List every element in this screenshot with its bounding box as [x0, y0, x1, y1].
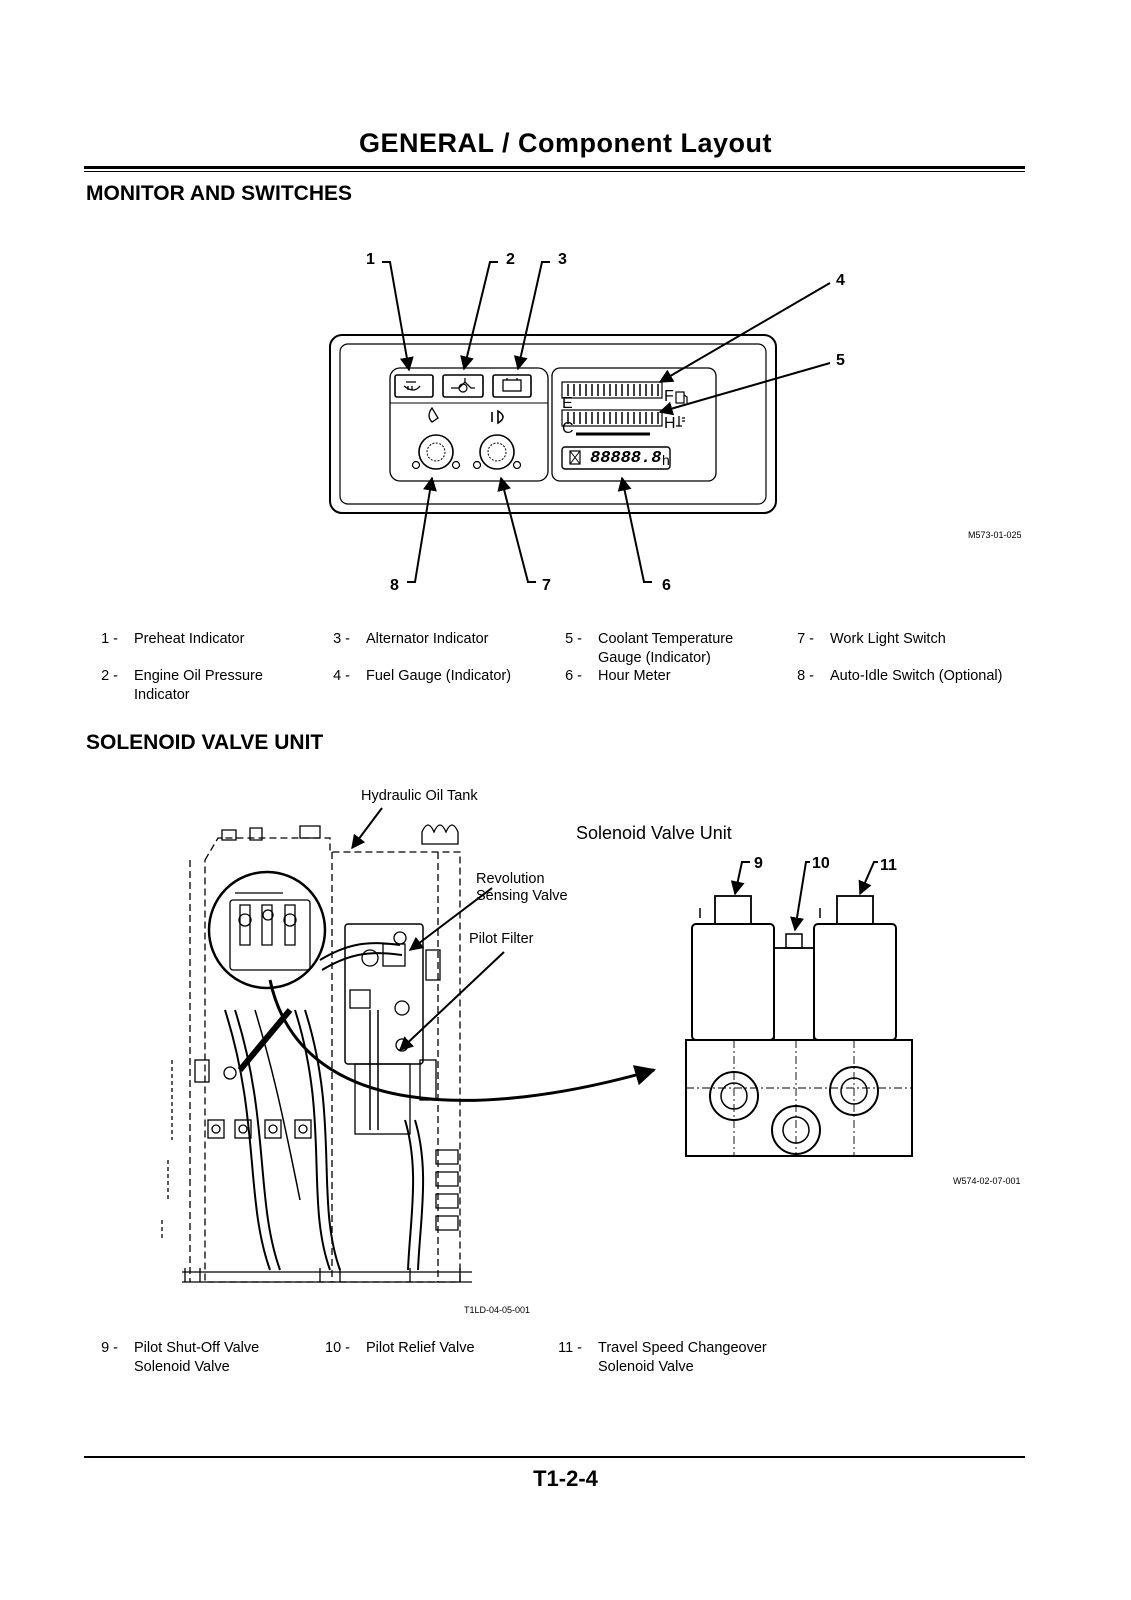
legend-item-3: 3 - Alternator Indicator	[333, 631, 489, 647]
coolant-gauge-c-label: C	[562, 420, 574, 437]
section-heading-solenoid: SOLENOID VALVE UNIT	[86, 731, 324, 754]
leader-4	[658, 282, 831, 383]
header-rule-thin	[84, 171, 1025, 172]
leader-tank	[351, 807, 383, 850]
page-title: GENERAL / Component Layout	[358, 128, 772, 158]
display-panel	[551, 367, 717, 482]
coolant-gauge-h-label: H	[664, 415, 676, 432]
figure-code-solenoid-detail: W574-02-07-001	[953, 1176, 1021, 1186]
work-light-switch	[479, 434, 515, 470]
figure-code-monitor: M573-01-025	[968, 530, 1022, 540]
legend-item-9: 9 - Pilot Shut-Off Valve Solenoid Valve	[101, 1340, 260, 1375]
leader-pilot-filter	[398, 951, 505, 1051]
leader-8	[407, 476, 437, 583]
page-number: T1-2-4	[533, 1466, 598, 1491]
legend-item-7: 7 - Work Light Switch	[797, 631, 946, 647]
callout-4: 4	[836, 272, 845, 289]
solenoid-highlight-circle	[207, 870, 327, 990]
callout-5: 5	[836, 352, 845, 369]
label-revolution-line2: Sensing Valve	[476, 888, 568, 904]
coolant-gauge	[561, 409, 663, 427]
header-rule	[84, 166, 1025, 169]
section-heading-monitor: MONITOR AND SWITCHES	[86, 182, 352, 205]
leader-2	[460, 261, 498, 371]
solenoid-coil-right	[813, 923, 897, 1041]
oil-pressure-indicator	[442, 374, 484, 398]
solenoid-manifold	[685, 1039, 913, 1157]
leader-5	[658, 362, 831, 416]
figure-code-solenoid-location: T1LD-04-05-001	[464, 1305, 531, 1315]
fuel-gauge	[561, 381, 663, 399]
legend-item-6: 6 - Hour Meter	[565, 668, 671, 684]
callout-9: 9	[754, 855, 763, 872]
label-solenoid-valve-unit: Solenoid Valve Unit	[576, 823, 732, 843]
callout-8: 8	[390, 577, 399, 594]
work-light-icon	[491, 409, 504, 425]
detail-pointer-arrow	[268, 979, 657, 1102]
label-hydraulic-oil-tank: Hydraulic Oil Tank	[361, 788, 478, 804]
hour-meter-digits: 88888.8	[590, 449, 662, 468]
leader-7	[497, 476, 536, 583]
leader-revolution	[408, 887, 493, 951]
leader-9	[730, 861, 750, 896]
solenoid-coil-left	[691, 923, 775, 1041]
callout-2: 2	[506, 251, 515, 268]
hour-meter-unit: h	[662, 452, 670, 468]
legend-item-11: 11 - Travel Speed Changeover Solenoid Va…	[558, 1340, 767, 1375]
legend-item-8: 8 - Auto-Idle Switch (Optional)	[797, 668, 1003, 684]
fuel-gauge-e-label: E	[562, 395, 573, 412]
callout-11: 11	[880, 857, 897, 874]
callout-3: 3	[558, 251, 567, 268]
footer-rule	[84, 1456, 1025, 1458]
monitor-panel-inner	[339, 343, 767, 505]
alternator-indicator	[492, 374, 532, 398]
auto-idle-switch	[418, 434, 454, 470]
hydraulic-tank-outline	[189, 837, 461, 1283]
leader-3	[513, 261, 550, 371]
callout-1: 1	[366, 251, 375, 268]
pilot-relief-valve-body	[773, 947, 815, 1041]
legend-item-5: 5 - Coolant Temperature Gauge (Indicator…	[565, 631, 734, 666]
leader-10	[790, 861, 810, 932]
callout-6: 6	[662, 577, 671, 594]
legend-item-4: 4 - Fuel Gauge (Indicator)	[333, 668, 512, 684]
preheat-indicator	[394, 374, 434, 398]
legend-item-2: 2 - Engine Oil Pressure Indicator	[101, 668, 263, 703]
legend-item-10: 10 - Pilot Relief Valve	[325, 1340, 475, 1356]
leader-11	[858, 861, 878, 896]
monitor-panel-outline	[329, 334, 777, 514]
callout-10: 10	[812, 855, 830, 872]
callout-7: 7	[542, 577, 551, 594]
label-pilot-filter: Pilot Filter	[469, 931, 534, 947]
leader-1	[382, 261, 414, 372]
label-revolution-line1: Revolution	[476, 871, 545, 887]
fuel-gauge-f-label: F	[664, 388, 674, 405]
leader-6	[617, 476, 652, 583]
auto-idle-icon	[428, 406, 439, 423]
legend-item-1: 1 - Preheat Indicator	[101, 631, 245, 647]
hour-meter	[561, 446, 671, 470]
